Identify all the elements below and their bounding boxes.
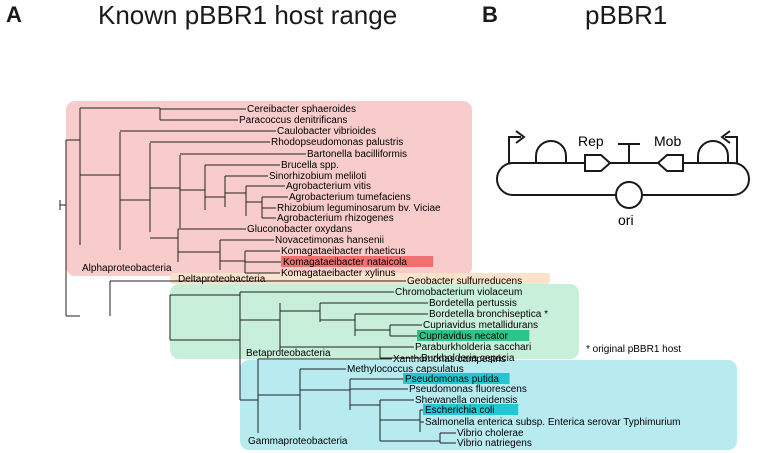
promoter-arrow-right [725,136,738,163]
taxon-label: Agrobacterium rhizogenes [277,213,394,224]
taxon-label: Pseudomonas fluorescens [409,384,527,395]
taxon-label: Komagataeibacter nataicola [283,257,407,268]
mob-gene [656,154,684,172]
mob-label: Mob [654,133,681,149]
clade-label-beta: Betaproteobacteria [246,348,331,359]
taxon-label: Escherichia coli [425,405,494,416]
taxon-label: Vibrio cholerae [457,428,524,439]
taxon-label: Xanthomonas campestris [393,354,506,365]
taxon-label: Bordetella bronchiseptica * [429,309,548,320]
promoter-arrow-left [508,136,521,163]
clade-label-gamma: Gammaproteobacteria [248,436,348,447]
taxon-highlight [281,256,434,267]
promoter-arrow-left-head [515,130,526,144]
taxon-label: Chromobacterium violaceum [395,287,522,298]
panel-a-title: Known pBBR1 host range [98,0,398,30]
taxon-highlight [403,373,510,384]
taxon-label: Shewanella oneidensis [415,395,517,406]
clade-box-alpha [66,101,472,276]
taxon-label: Vibrio natriegens [457,438,532,449]
taxon-label: Agrobacterium vitis [286,181,371,192]
taxon-highlight [423,404,519,415]
panel-a-letter: A [6,2,22,27]
promoter-arrow-right-head [720,130,731,144]
terminator-right [697,140,729,164]
taxon-label: Burkholderia cepacia [421,353,515,364]
taxon-label: Sinorhizobium meliloti [269,171,366,182]
taxon-label: Gluconobacter oxydans [247,224,352,235]
terminator-left [535,140,567,164]
taxon-label: Rhodopseudomonas palustris [271,137,403,148]
clade-label-alpha: Alphaproteobacteria [82,263,172,274]
taxon-label: Caulobacter vibrioides [277,126,376,137]
taxon-label: Rhizobium leguminosarum bv. Viciae [277,203,441,214]
ori-circle [615,181,643,209]
footnote: * original pBBR1 host [586,344,681,355]
taxon-label: Methylococcus capsulatus [347,364,464,375]
taxon-label: Bordetella pertussis [429,298,517,309]
taxon-label: Cereibacter sphaeroides [247,104,356,115]
panel-b-title: pBBR1 [585,0,668,30]
taxon-label: Bartonella bacilliformis [307,149,407,160]
clade-label-delta: Deltaproteobacteria [178,274,266,285]
taxon-label: Brucella spp. [281,160,339,171]
rep-label: Rep [578,133,604,149]
rep-gene [584,154,612,172]
taxon-label: Geobacter sulfurreducens [407,276,522,287]
taxon-label: Salmonella enterica subsp. Enterica sero… [425,417,681,428]
taxon-label: Agrobacterium tumefaciens [289,192,411,203]
taxon-label: Paraburkholderia sacchari [415,342,531,353]
taxon-label: Pseudomonas putida [405,374,499,385]
ori-label: ori [618,212,634,228]
terminator-t [618,143,640,163]
panel-b-letter: B [482,2,498,27]
taxon-label: Paracoccus denitrificans [239,115,347,126]
tree-branches [59,107,456,444]
taxon-label: Cupriavidus metallidurans [423,320,538,331]
taxon-label: Cupriavidus necator [419,331,509,342]
taxon-label: Komagataeibacter xylinus [281,268,396,279]
taxon-label: Novacetimonas hansenii [275,235,384,246]
taxon-highlight [417,330,530,341]
taxon-label: Komagataeibacter rhaeticus [281,246,406,257]
